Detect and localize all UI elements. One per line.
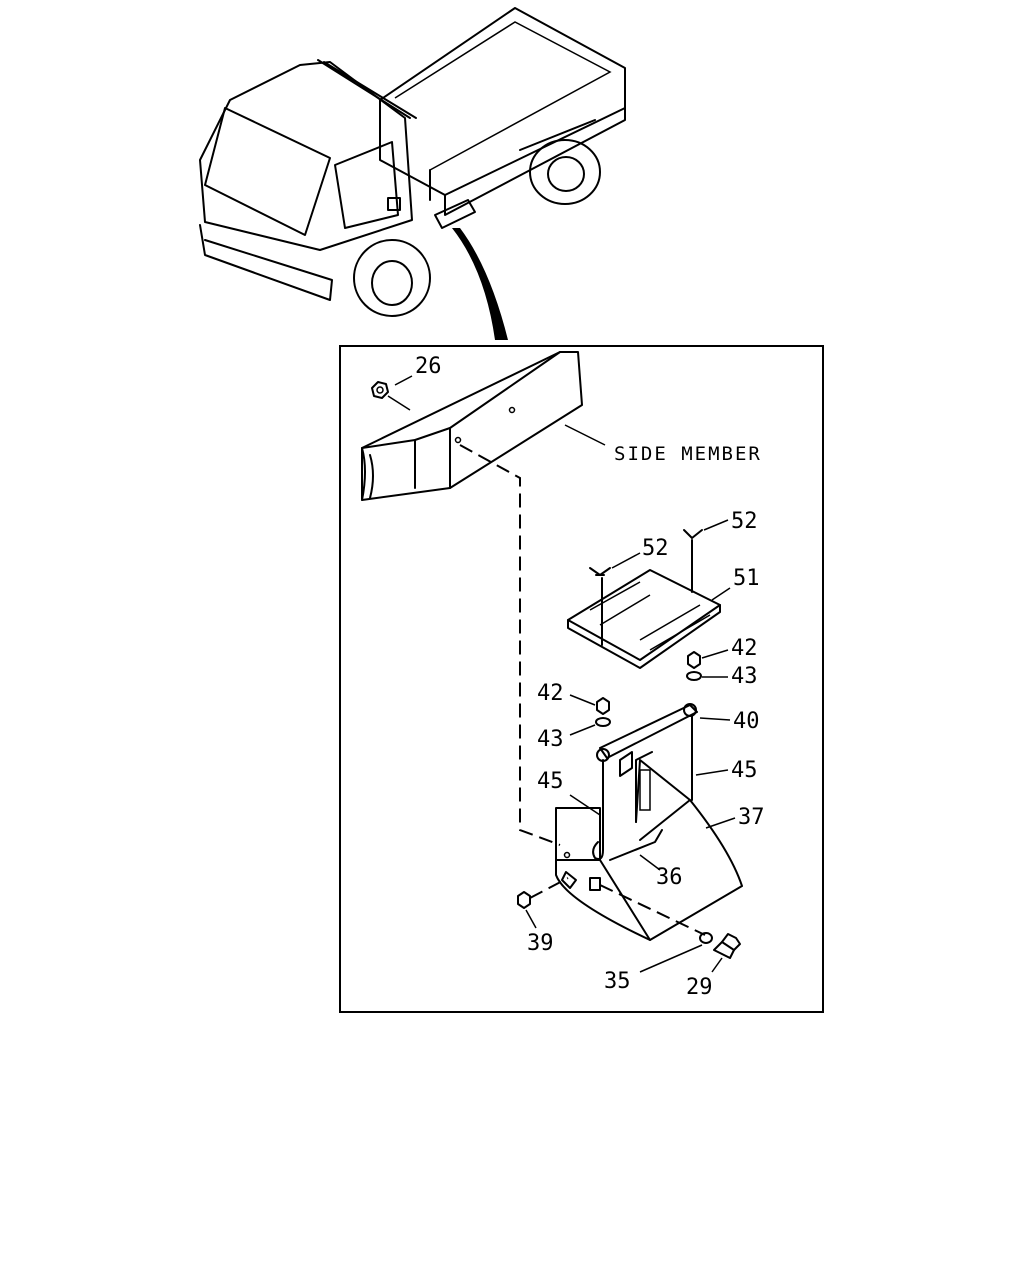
callout-39: 39 bbox=[527, 931, 554, 956]
callout-43b: 43 bbox=[537, 727, 564, 752]
side-member-label: SIDE MEMBER bbox=[614, 443, 762, 465]
callout-29: 29 bbox=[686, 975, 713, 1000]
callout-37: 37 bbox=[738, 805, 765, 830]
side-member bbox=[361, 351, 606, 501]
callout-42a: 42 bbox=[731, 636, 758, 661]
detail-frame bbox=[339, 345, 824, 1013]
battery-tray bbox=[555, 751, 743, 941]
callout-51: 51 bbox=[733, 566, 760, 591]
hold-down-bar bbox=[596, 703, 698, 777]
callout-52b: 52 bbox=[731, 509, 758, 534]
callout-40: 40 bbox=[733, 709, 760, 734]
bolt-icon bbox=[713, 933, 741, 959]
battery-cover bbox=[567, 569, 721, 669]
nut-icon bbox=[371, 381, 389, 399]
callout-42b: 42 bbox=[537, 681, 564, 706]
callout-43a: 43 bbox=[731, 664, 758, 689]
callout-36: 36 bbox=[656, 865, 683, 890]
callout-26: 26 bbox=[415, 354, 442, 379]
callout-52a: 52 bbox=[642, 536, 669, 561]
callout-35: 35 bbox=[604, 969, 631, 994]
wing-nut-icon bbox=[589, 529, 703, 576]
callout-45a: 45 bbox=[537, 769, 564, 794]
callout-45b: 45 bbox=[731, 758, 758, 783]
truck-overview bbox=[199, 7, 626, 340]
